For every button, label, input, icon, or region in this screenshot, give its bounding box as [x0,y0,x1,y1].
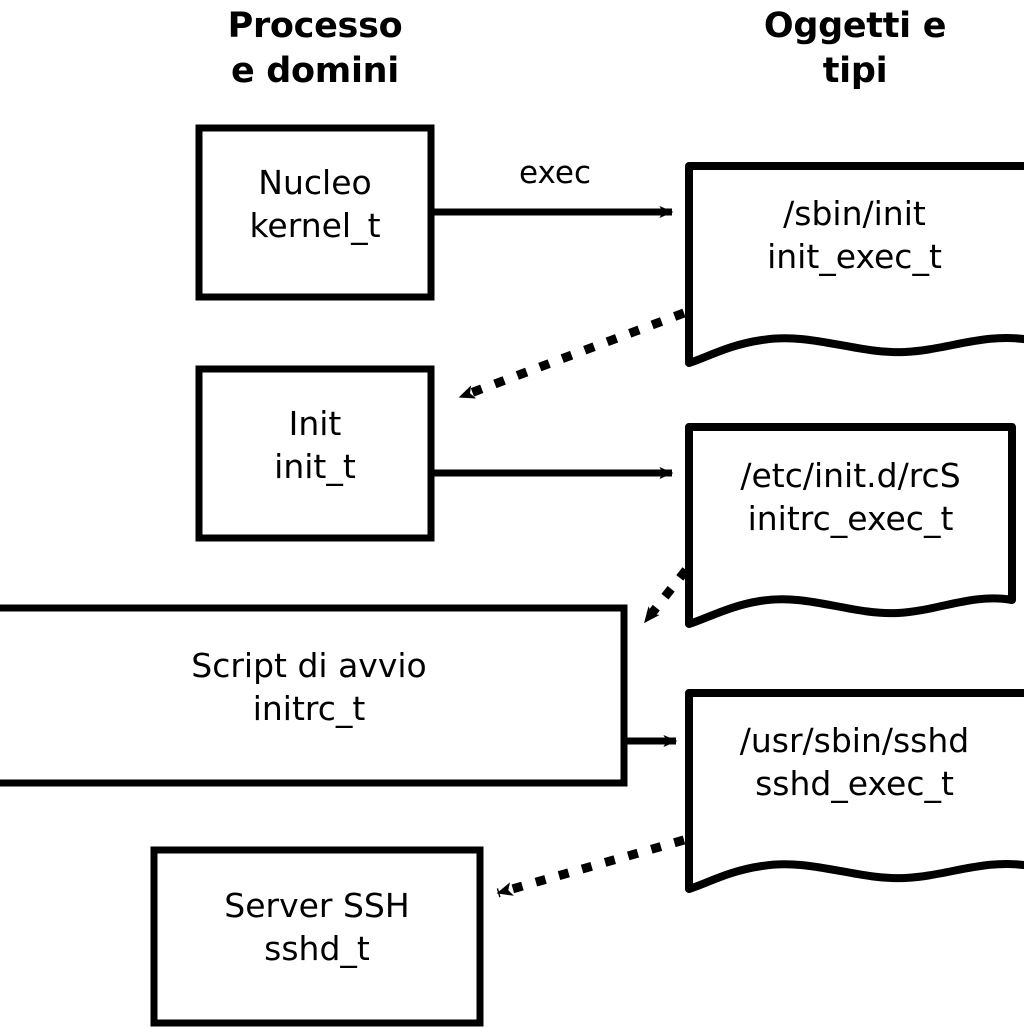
edge-init-exec-to-init [458,308,686,402]
object-node-initrc-exec[interactable] [685,423,1016,628]
process-node-sshd[interactable] [150,846,484,1027]
process-node-init[interactable] [195,365,435,542]
process-node-initrc[interactable] [0,604,628,787]
column-header-objects: Oggetti e tipi [763,6,947,91]
edge-label-exec: exec [518,155,592,191]
edge-sshd-exec-to-sshd [496,835,686,898]
process-node-kernel[interactable] [195,124,435,301]
object-node-sshd-exec[interactable] [685,689,1024,893]
edge-initrc-exec-to-initrc [641,567,690,625]
column-header-processes: Processo e domini [227,6,403,91]
object-node-init-exec[interactable] [685,162,1024,367]
